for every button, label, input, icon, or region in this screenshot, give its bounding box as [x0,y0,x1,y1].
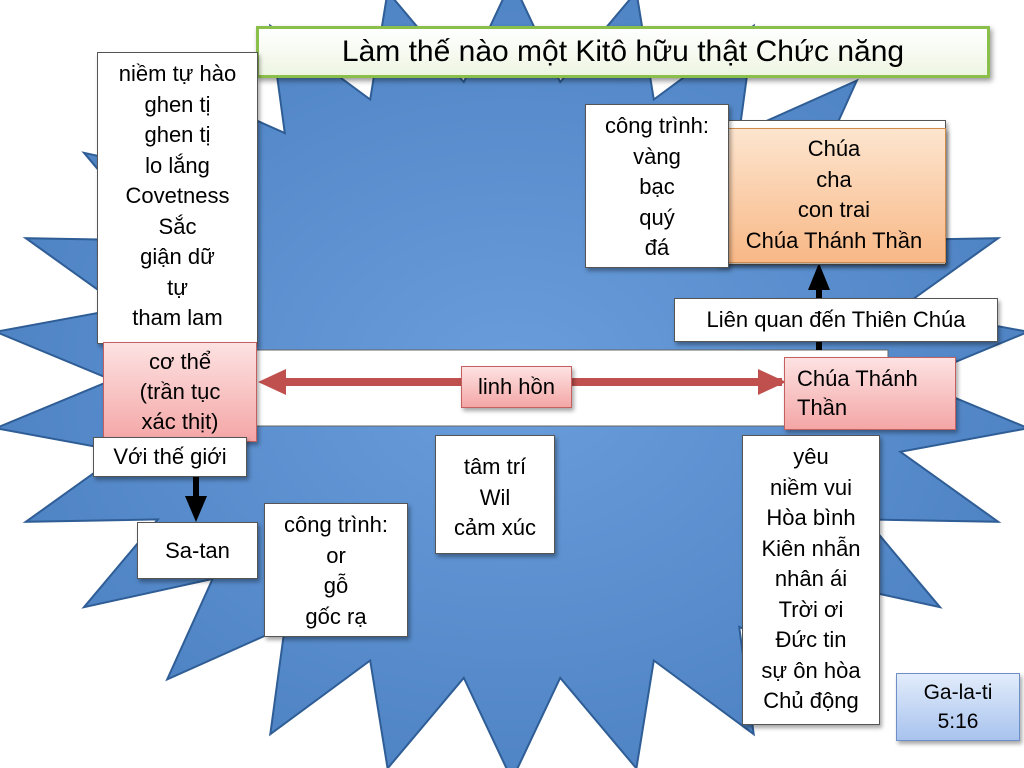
sins-line: lo lắng [145,152,210,178]
body-line: cơ thể [148,349,212,374]
wood-works-box: công trình: or gỗ gốc rạ [264,503,408,637]
wood-works-line: gốc rạ [305,603,367,629]
holy-spirit-box: Chúa Thánh Thần [784,357,956,430]
wood-works-line: or [326,542,346,568]
trinity-line: Chúa [807,136,861,161]
sins-line: Sắc [158,213,197,239]
fruit-line: Đức tin [775,627,847,652]
sins-line: giận dữ [140,244,215,269]
sins-list-box: niềm tự hào ghen tị ghen tị lo lắng Cove… [97,52,258,344]
fruit-line: niềm vui [770,474,852,500]
fruit-line: yêu [793,444,829,469]
body-flesh-box: cơ thể (trần tục xác thịt) [103,342,257,442]
sins-line: ghen tị [144,91,211,117]
fruit-line: Chủ động [763,688,859,713]
fruit-line: Hòa bình [766,505,856,530]
gold-works-line: vàng [633,143,681,169]
mind-line: Wil [479,484,511,510]
body-line: xác thịt) [141,409,219,434]
reference-line: Ga-la-ti [923,681,993,704]
mind-line: tâm trí [463,454,527,479]
sins-line: tham lam [132,305,223,330]
sins-line: ghen tị [144,122,211,147]
gold-works-line: bạc [639,174,675,199]
soul-label: linh hồn [461,366,572,408]
mind-will-emotion-box: tâm trí Wil cảm xúc [435,435,555,554]
wood-works-line: gỗ [323,573,349,598]
spirit-line: Thần [797,395,848,420]
fruit-line: sự ôn hòa [761,657,861,683]
trinity-line: cha [816,166,852,192]
scripture-reference-box: Ga-la-ti 5:16 [896,673,1020,741]
sins-line: Covetness [125,183,230,208]
sins-line: tự [167,274,188,300]
relation-to-god-label: Liên quan đến Thiên Chúa [674,298,998,342]
trinity-line: Chúa Thánh Thần [745,227,923,253]
fruit-of-spirit-box: yêu niềm vui Hòa bình Kiên nhẫn nhân ái … [742,435,880,725]
gold-works-box: công trình: vàng bạc quý đá [585,104,729,268]
god-trinity-box: Chúa cha con trai Chúa Thánh Thần [722,128,946,263]
mind-line: cảm xúc [454,515,536,540]
fruit-line: nhân ái [774,566,848,591]
satan-label: Sa-tan [137,522,258,579]
spirit-line: Chúa Thánh [797,366,918,391]
gold-works-line: đá [644,235,670,260]
fruit-line: Kiên nhẫn [761,535,861,561]
with-world-label: Với thế giới [93,437,247,477]
fruit-line: Trời ơi [778,596,844,622]
body-line: (trần tục [139,379,221,404]
page-title: Làm thế nào một Kitô hữu thật Chức năng [256,26,990,78]
sins-line: niềm tự hào [118,61,237,86]
trinity-line: con trai [797,197,871,222]
reference-line: 5:16 [937,710,979,733]
wood-works-line: công trình: [284,512,388,537]
gold-works-line: công trình: [605,113,709,138]
gold-works-line: quý [639,204,675,230]
